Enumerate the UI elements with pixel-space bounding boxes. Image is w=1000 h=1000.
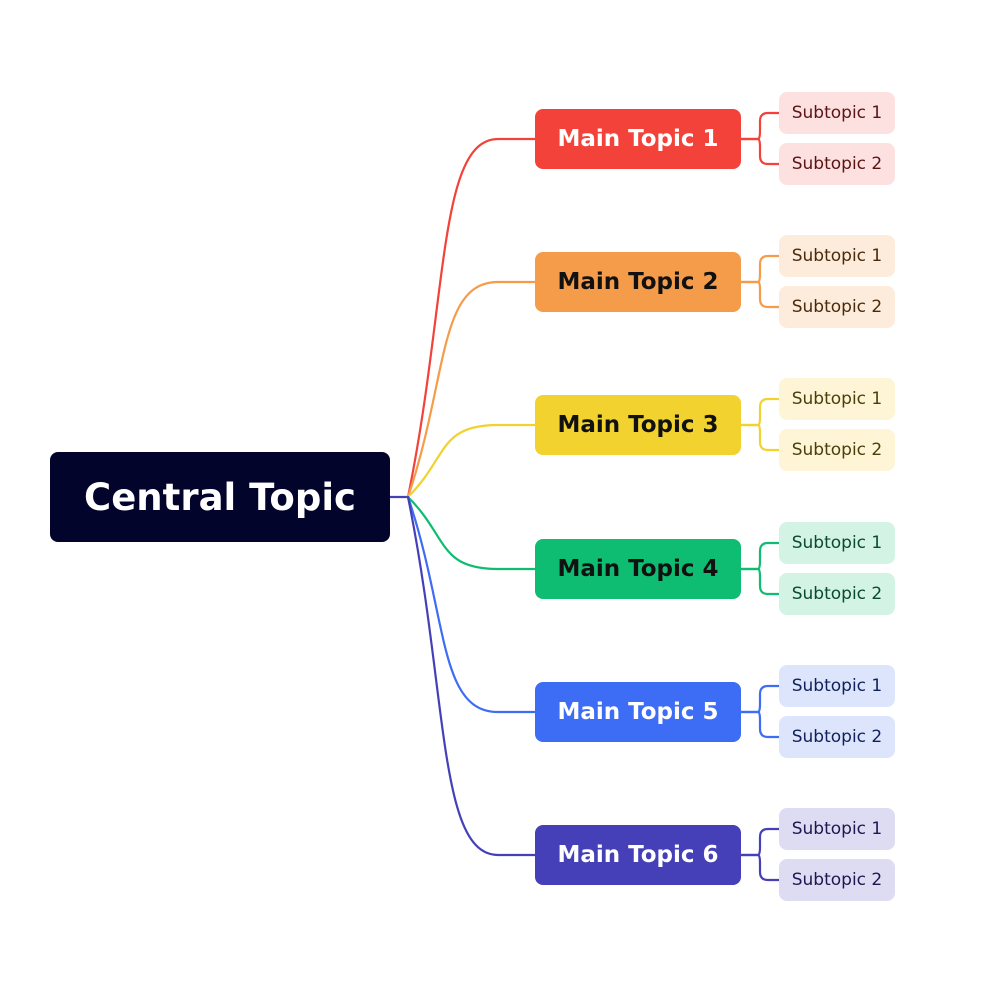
connector-sub-2-2 xyxy=(739,280,781,309)
connector-sub-4-2 xyxy=(739,567,781,596)
subtopic-1-2[interactable]: Subtopic 2 xyxy=(779,143,895,185)
connector-main-4 xyxy=(406,495,537,571)
connector-sub-6-2 xyxy=(739,853,781,882)
connector-sub-5-2 xyxy=(739,710,781,739)
connector-sub-2-1 xyxy=(739,254,781,284)
subtopic-6-2[interactable]: Subtopic 2 xyxy=(779,859,895,901)
subtopic-6-1[interactable]: Subtopic 1 xyxy=(779,808,895,850)
subtopic-1-1[interactable]: Subtopic 1 xyxy=(779,92,895,134)
connector-sub-3-1 xyxy=(739,397,781,427)
central-topic[interactable]: Central Topic xyxy=(50,452,390,542)
connector-sub-1-1 xyxy=(739,111,781,141)
subtopic-4-1[interactable]: Subtopic 1 xyxy=(779,522,895,564)
connector-sub-6-1 xyxy=(739,827,781,857)
main-topic-3[interactable]: Main Topic 3 xyxy=(535,395,741,455)
main-topic-4[interactable]: Main Topic 4 xyxy=(535,539,741,599)
main-topic-1[interactable]: Main Topic 1 xyxy=(535,109,741,169)
connector-main-1 xyxy=(406,137,537,499)
main-topic-6[interactable]: Main Topic 6 xyxy=(535,825,741,885)
connector-main-6 xyxy=(406,495,537,857)
main-topic-2[interactable]: Main Topic 2 xyxy=(535,252,741,312)
connector-sub-4-1 xyxy=(739,541,781,571)
subtopic-4-2[interactable]: Subtopic 2 xyxy=(779,573,895,615)
subtopic-5-2[interactable]: Subtopic 2 xyxy=(779,716,895,758)
subtopic-3-2[interactable]: Subtopic 2 xyxy=(779,429,895,471)
connector-main-5 xyxy=(406,495,537,714)
connector-main-2 xyxy=(406,280,537,499)
subtopic-3-1[interactable]: Subtopic 1 xyxy=(779,378,895,420)
connector-sub-5-1 xyxy=(739,684,781,714)
main-topic-5[interactable]: Main Topic 5 xyxy=(535,682,741,742)
connector-main-3 xyxy=(406,423,537,499)
subtopic-5-1[interactable]: Subtopic 1 xyxy=(779,665,895,707)
subtopic-2-2[interactable]: Subtopic 2 xyxy=(779,286,895,328)
connector-sub-3-2 xyxy=(739,423,781,452)
connector-sub-1-2 xyxy=(739,137,781,166)
subtopic-2-1[interactable]: Subtopic 1 xyxy=(779,235,895,277)
